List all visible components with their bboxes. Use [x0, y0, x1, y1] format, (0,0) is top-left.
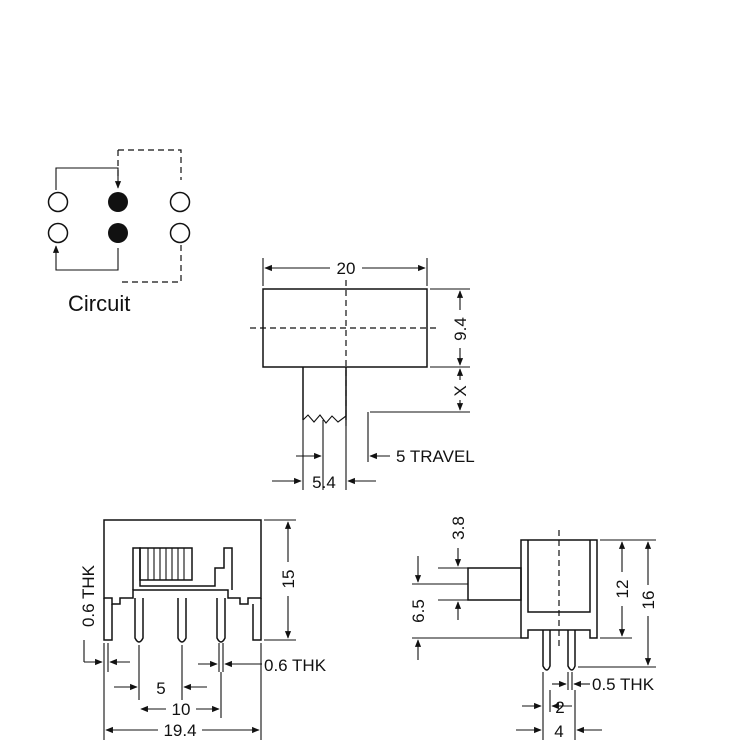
pin-right-bottom — [169, 222, 191, 244]
pin-center-bottom — [108, 223, 128, 243]
thk-left-label: 0.6 THK — [79, 564, 98, 627]
actuator-top — [302, 367, 347, 420]
travel-label: 5 TRAVEL — [396, 447, 475, 466]
dim-x: X — [451, 385, 470, 396]
pin-right-top — [169, 191, 191, 213]
pin-left-top — [47, 191, 69, 213]
thk-side-label: 0.5 THK — [592, 675, 655, 694]
dim-body-12: 12 — [613, 580, 632, 599]
dim-overall-4: 4 — [554, 722, 563, 741]
dim-offset-6-5: 6.5 — [409, 599, 428, 623]
front-view: 15 0.6 THK 0.6 THK 5 10 19.4 — [79, 519, 327, 740]
terminal-1 — [134, 598, 144, 643]
side-pin-right — [567, 630, 576, 671]
terminal-2 — [177, 598, 187, 643]
pin-center-top — [108, 192, 128, 212]
side-view: 3.8 6.5 12 16 0.5 THK 2 4 — [409, 516, 658, 741]
switch-body-side — [520, 539, 598, 639]
thk-right-label: 0.6 THK — [264, 656, 327, 675]
terminal-3 — [216, 598, 226, 643]
top-view: 20 9.4 X 5 TRAVEL 5.4 — [250, 258, 475, 492]
dim-height-9-4: 9.4 — [451, 317, 470, 341]
pin-left-bottom — [47, 222, 69, 244]
dim-actuator-5-4: 5.4 — [312, 473, 336, 492]
circuit-label: Circuit — [68, 291, 130, 316]
dim-pin-gap-2: 2 — [555, 698, 564, 717]
circuit-schematic: Circuit — [47, 149, 191, 316]
dim-overall-19-4: 19.4 — [163, 721, 196, 740]
dim-overall-16: 16 — [639, 591, 658, 610]
dim-pitch-5: 5 — [156, 679, 165, 698]
switch-housing-front — [103, 519, 262, 605]
dim-height-15: 15 — [279, 570, 298, 589]
dim-span-10: 10 — [172, 700, 191, 719]
side-pin-left — [542, 630, 551, 671]
dim-actuator-3-8: 3.8 — [449, 516, 468, 540]
dim-width-20: 20 — [337, 259, 356, 278]
actuator-side — [467, 567, 522, 601]
